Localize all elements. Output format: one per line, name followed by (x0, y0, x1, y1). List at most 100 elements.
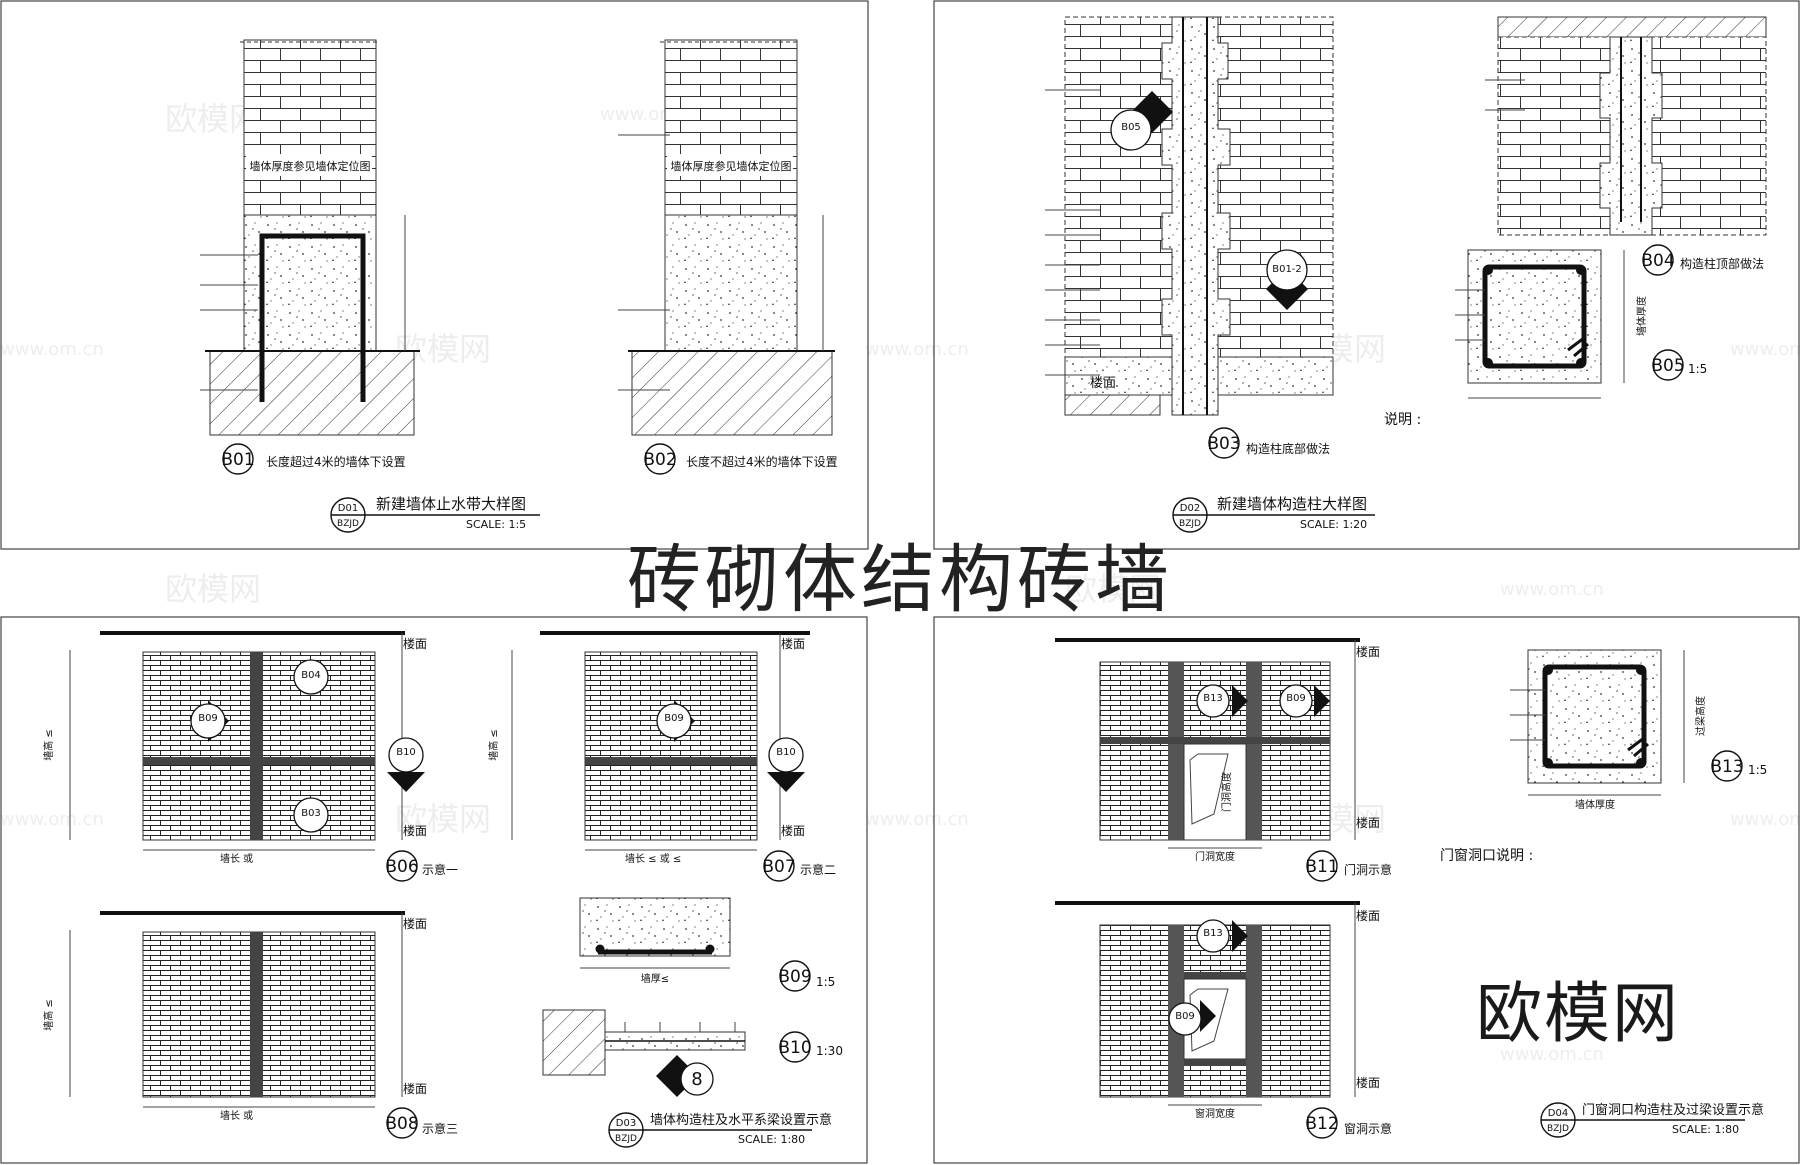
watermark-url: www.om.cn (865, 339, 969, 360)
b11-caption: 门洞示意 (1344, 862, 1392, 877)
watermark-url: www.om.cn (865, 809, 969, 830)
watermark-cn: 欧模网 (165, 570, 261, 608)
detail-b11: 门洞高度 楼面 楼面 门洞宽度 B13 B09 B11 门洞示意 (1055, 638, 1392, 882)
marker-b13: B13 (1196, 919, 1248, 953)
marker-b04: B04 (293, 659, 329, 695)
b07-tag: B07 (762, 857, 795, 877)
b01-caption: 长度超过4米的墙体下设置 (266, 454, 406, 469)
b06-caption: 示意一 (422, 862, 458, 877)
marker-b10-label: B10 (776, 747, 796, 758)
sheet-title: 新建墙体构造柱大样图 (1217, 495, 1367, 513)
b04-tag: B04 (1641, 251, 1674, 271)
marker-b09: B09 (1168, 1000, 1216, 1036)
marker-b09-label: B09 (1286, 693, 1306, 704)
sheet-title: 门窗洞口构造柱及过梁设置示意 (1582, 1102, 1764, 1118)
sheet-scale: SCALE: 1:5 (466, 518, 526, 531)
main-title: 砖砌体结构砖墙 (627, 537, 1173, 623)
detail-b04: B04 构造柱顶部做法 (1485, 16, 1767, 276)
marker-b09-label: B09 (1175, 1011, 1195, 1022)
watermark-cn: 欧模网 (1065, 570, 1161, 608)
detail-b10: 8 B10 1:30 (542, 1009, 843, 1097)
b09-scale: 1:5 (816, 975, 835, 989)
b09-tag: B09 (778, 967, 811, 987)
sheet-scale: SCALE: 1:20 (1300, 518, 1367, 531)
b09-dim: 墙厚≤ (641, 972, 669, 985)
detail-b12: 楼面 楼面 窗洞宽度 B13 B09 B12 窗洞示意 (1055, 901, 1392, 1139)
title-block-d04: D04 BZJD 门窗洞口构造柱及过梁设置示意 SCALE: 1:80 (1540, 1102, 1764, 1138)
b01-note: 墙体厚度参见墙体定位图 (250, 159, 371, 173)
panel-d04: 门洞高度 楼面 楼面 门洞宽度 B13 B09 B11 门洞示意 (1055, 638, 1767, 1139)
title-block-d03: D03 BZJD 墙体构造柱及水平系梁设置示意 SCALE: 1:80 (608, 1112, 832, 1148)
detail-b09: 墙厚≤ B09 1:5 (579, 897, 835, 992)
marker-b04-label: B04 (301, 670, 321, 681)
b06-wall-length: 墙长 或 (220, 852, 253, 865)
b13-dim-h: 过梁高度 (1694, 696, 1707, 736)
brand-logo-text: 欧模网 (1476, 975, 1680, 1052)
b05-scale: 1:5 (1688, 362, 1707, 376)
marker-b09: B09 (656, 700, 695, 742)
b07-wall-length: 墙长 ≤ 或 ≤ (625, 852, 681, 865)
b05-dim: 墙体厚度 (1635, 296, 1648, 336)
b01-tag: B01 (221, 450, 254, 470)
detail-b01: 墙体厚度参见墙体定位图 B01 长度超过4米的墙体下设置 (200, 39, 420, 475)
b03-caption: 构造柱底部做法 (1246, 441, 1330, 456)
marker-b03: B03 (293, 797, 329, 833)
marker-b09-label: B09 (664, 713, 684, 724)
b11-opening-height: 门洞高度 (1220, 772, 1233, 812)
b02-note: 墙体厚度参见墙体定位图 (671, 159, 792, 173)
marker-b05-label: B05 (1121, 122, 1141, 133)
watermark-url: www.om.cn (1500, 579, 1604, 600)
panel-d02: 楼面 B05 B01-2 B03 构造柱底部做法 B04 (1045, 16, 1767, 533)
sheet-code: BZJD (615, 1134, 637, 1144)
sheet-title: 新建墙体止水带大样图 (376, 495, 526, 513)
marker-b05: B05 (1110, 91, 1173, 151)
sheet-code: BZJD (1179, 519, 1201, 529)
b12-tag: B12 (1305, 1114, 1338, 1134)
b06-floor-bottom: 楼面 (403, 823, 427, 838)
b06-floor-top: 楼面 (403, 636, 427, 651)
marker-b09: B09 (190, 700, 229, 742)
b11-tag: B11 (1305, 857, 1338, 877)
marker-b10: B10 (767, 737, 805, 792)
b12-floor-top: 楼面 (1356, 908, 1380, 923)
d02-note: 说明 : (1384, 412, 1421, 428)
b13-scale: 1:5 (1748, 763, 1767, 777)
sheet-no: D01 (338, 503, 358, 514)
marker-b10-section: 8 (656, 1055, 714, 1097)
detail-b03: 楼面 B05 B01-2 B03 构造柱底部做法 (1045, 16, 1334, 459)
b11-opening-width: 门洞宽度 (1195, 850, 1235, 863)
marker-b13: B13 (1196, 684, 1248, 718)
b13-tag: B13 (1710, 757, 1743, 777)
d04-note: 门窗洞口说明 : (1440, 847, 1533, 864)
b13-dim-w: 墙体厚度 (1575, 798, 1615, 811)
marker-b13-label: B13 (1203, 928, 1223, 939)
sheet-scale: SCALE: 1:80 (1672, 1123, 1739, 1136)
marker-b10-label: B10 (396, 747, 416, 758)
b07-floor-top: 楼面 (781, 636, 805, 651)
marker-b03-label: B03 (301, 808, 321, 819)
marker-b13-label: B13 (1203, 693, 1223, 704)
watermark-url: www.om.cn (1730, 809, 1800, 830)
detail-b13: 过梁高度 墙体厚度 B13 1:5 (1510, 649, 1767, 811)
detail-b05: 墙体厚度 B05 1:5 (1455, 249, 1707, 399)
marker-b09-label: B09 (198, 713, 218, 724)
sheet-code: BZJD (337, 519, 359, 529)
panel-d03: 墙高 ≤ 楼面 楼面 墙长 或 B04 B09 B10 B03 (42, 631, 843, 1148)
b10-marker: 8 (691, 1069, 702, 1090)
sheet-code: BZJD (1547, 1124, 1569, 1134)
b08-tag: B08 (385, 1114, 418, 1134)
b06-wall-height: 墙高 ≤ (42, 729, 55, 761)
b11-floor-top: 楼面 (1356, 644, 1380, 659)
marker-b012-label: B01-2 (1272, 264, 1302, 275)
b04-caption: 构造柱顶部做法 (1680, 256, 1764, 271)
b07-caption: 示意二 (800, 862, 836, 877)
detail-b08: 墙高 ≤ 楼面 楼面 墙长 或 B08 示意三 (42, 911, 458, 1139)
watermark-url: www.om.cn (0, 339, 104, 360)
b02-tag: B02 (643, 450, 676, 470)
b10-scale: 1:30 (816, 1044, 843, 1058)
sheet-scale: SCALE: 1:80 (738, 1133, 805, 1146)
b12-floor-bottom: 楼面 (1356, 1075, 1380, 1090)
b07-wall-height: 墙高 ≤ (487, 729, 500, 761)
b08-wall-height: 墙高 ≤ (42, 999, 55, 1031)
